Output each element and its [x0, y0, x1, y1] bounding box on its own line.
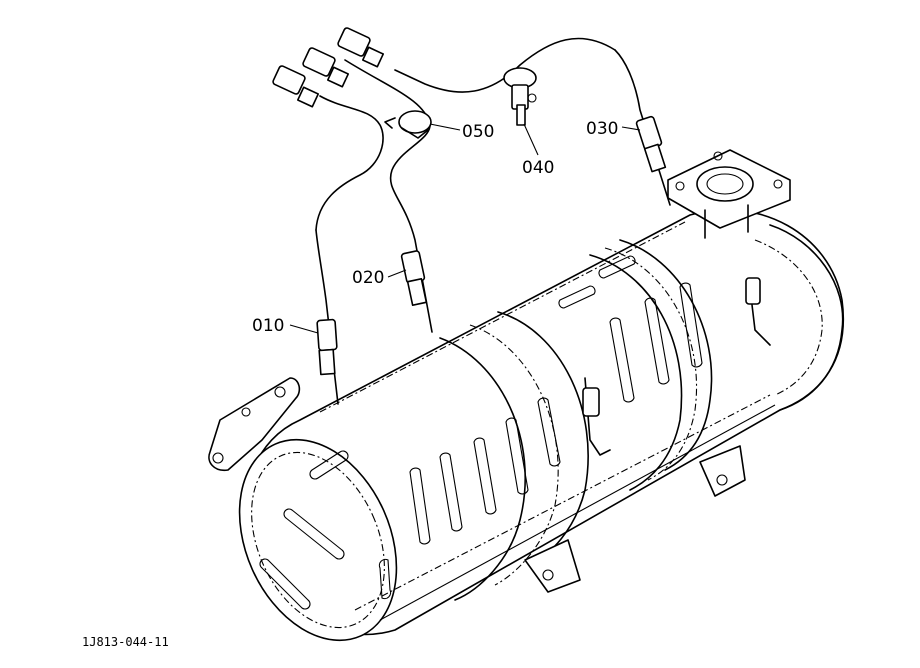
- callout-010: 010: [252, 316, 284, 336]
- callout-030: 030: [586, 119, 618, 139]
- callout-050: 050: [462, 122, 494, 142]
- sensor-030: [337, 27, 671, 206]
- clamp-050: [384, 110, 432, 139]
- muffler-body: [238, 209, 844, 642]
- mounting-brackets: [524, 445, 746, 593]
- heat-shield-slots: [259, 255, 703, 610]
- callout-020: 020: [352, 268, 384, 288]
- callout-040: 040: [522, 158, 554, 178]
- clamp-040: [503, 67, 537, 126]
- inlet-flange: [208, 377, 301, 472]
- sensor-020: [302, 47, 433, 333]
- body-clamps: [582, 277, 771, 456]
- drawing-code: 1J813-044-11: [82, 635, 169, 649]
- leader-lines: [289, 123, 641, 334]
- outlet-flange: [667, 149, 791, 239]
- sensor-010: [272, 65, 384, 405]
